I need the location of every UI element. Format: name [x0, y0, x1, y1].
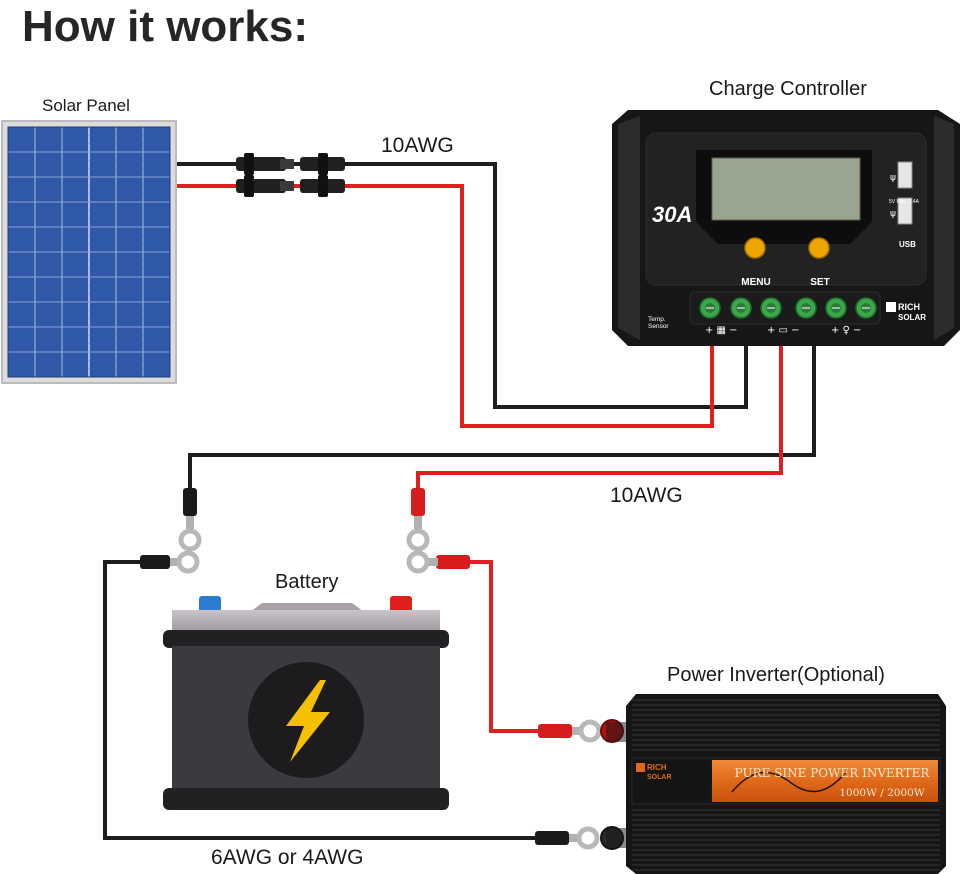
set-button-label: SET [810, 277, 829, 288]
usb-spec: 5V Max. 2.4A [889, 199, 920, 205]
load-terminal-symbols: + ♀ − [831, 325, 861, 336]
usb-port-1[interactable] [897, 161, 913, 189]
mc4-connectors [236, 153, 345, 197]
panel-negative-wire [176, 162, 748, 409]
controller-rating: 30A [652, 202, 692, 227]
temp-sensor-label: Temp. Sensor [648, 316, 669, 330]
controller-terminals [699, 297, 877, 319]
battery-positive-post [390, 596, 412, 612]
usb-ports: ψ ψ 5V Max. 2.4A USB [889, 161, 920, 249]
battery-negative-post [199, 596, 221, 612]
usb-label: USB [899, 240, 916, 249]
battery [163, 596, 449, 810]
screw-terminal[interactable] [795, 297, 817, 319]
mc4-connector-positive [236, 175, 345, 197]
inverter-brand-1: RICH [647, 763, 667, 772]
usb-port-2[interactable] [897, 197, 913, 225]
charge-controller: 30A MENU SET ψ ψ 5V Max. 2.4A USB + ▦ − … [612, 110, 960, 346]
screw-terminal[interactable] [730, 297, 752, 319]
inverter-label-band [712, 760, 938, 802]
menu-button[interactable] [744, 237, 766, 259]
battery-lead-terminals [140, 488, 470, 574]
charge-controller-label: Charge Controller [709, 78, 867, 100]
pv-terminal-symbols: + ▦ − [705, 325, 738, 336]
panel-wire-gauge-label: 10AWG [381, 134, 454, 157]
solar-panel-label: Solar Panel [42, 96, 130, 115]
page-title: How it works: [22, 2, 309, 51]
screw-terminal[interactable] [760, 297, 782, 319]
inverter-logo-icon [636, 763, 645, 772]
screw-terminal[interactable] [855, 297, 877, 319]
menu-button-label: MENU [741, 277, 770, 288]
sine-wave-icon [731, 771, 847, 793]
inverter-brand-2: SOLAR [647, 774, 672, 781]
set-button[interactable] [808, 237, 830, 259]
panel-positive-wire [176, 184, 714, 428]
inverter-negative-wire [103, 560, 540, 840]
controller-brand-2: SOLAR [898, 313, 926, 322]
inverter-rating: 1000W / 2000W [839, 787, 924, 799]
inverter-label: Power Inverter(Optional) [667, 664, 885, 686]
power-inverter: PURE SINE POWER INVERTER 1000W / 2000W R… [600, 694, 946, 874]
solar-panel [1, 120, 177, 384]
screw-terminal[interactable] [699, 297, 721, 319]
battery-terminal-symbols: + ▭ − [767, 325, 800, 336]
battery-positive-wire [416, 335, 783, 495]
screw-terminal[interactable] [825, 297, 847, 319]
battery-negative-wire [188, 335, 816, 495]
inverter-heatsink-fins [632, 699, 940, 871]
inverter-positive-wire [470, 560, 545, 733]
controller-brand-1: RICH [898, 302, 920, 312]
mc4-connector-negative [236, 153, 345, 175]
wires [103, 162, 816, 840]
solar-panel-grid [8, 126, 170, 377]
lcd-screen [711, 157, 861, 221]
usb-icon: ψ [890, 209, 896, 219]
brand-logo-icon [886, 302, 896, 312]
battery-label: Battery [275, 571, 339, 593]
battery-wire-gauge-label: 10AWG [610, 484, 683, 507]
lightning-bolt-icon [286, 680, 330, 762]
usb-icon: ψ [890, 173, 896, 183]
inverter-wire-gauge-label: 6AWG or 4AWG [211, 846, 364, 869]
inverter-product-name: PURE SINE POWER INVERTER [735, 766, 931, 780]
inverter-lead-terminals [535, 719, 602, 850]
